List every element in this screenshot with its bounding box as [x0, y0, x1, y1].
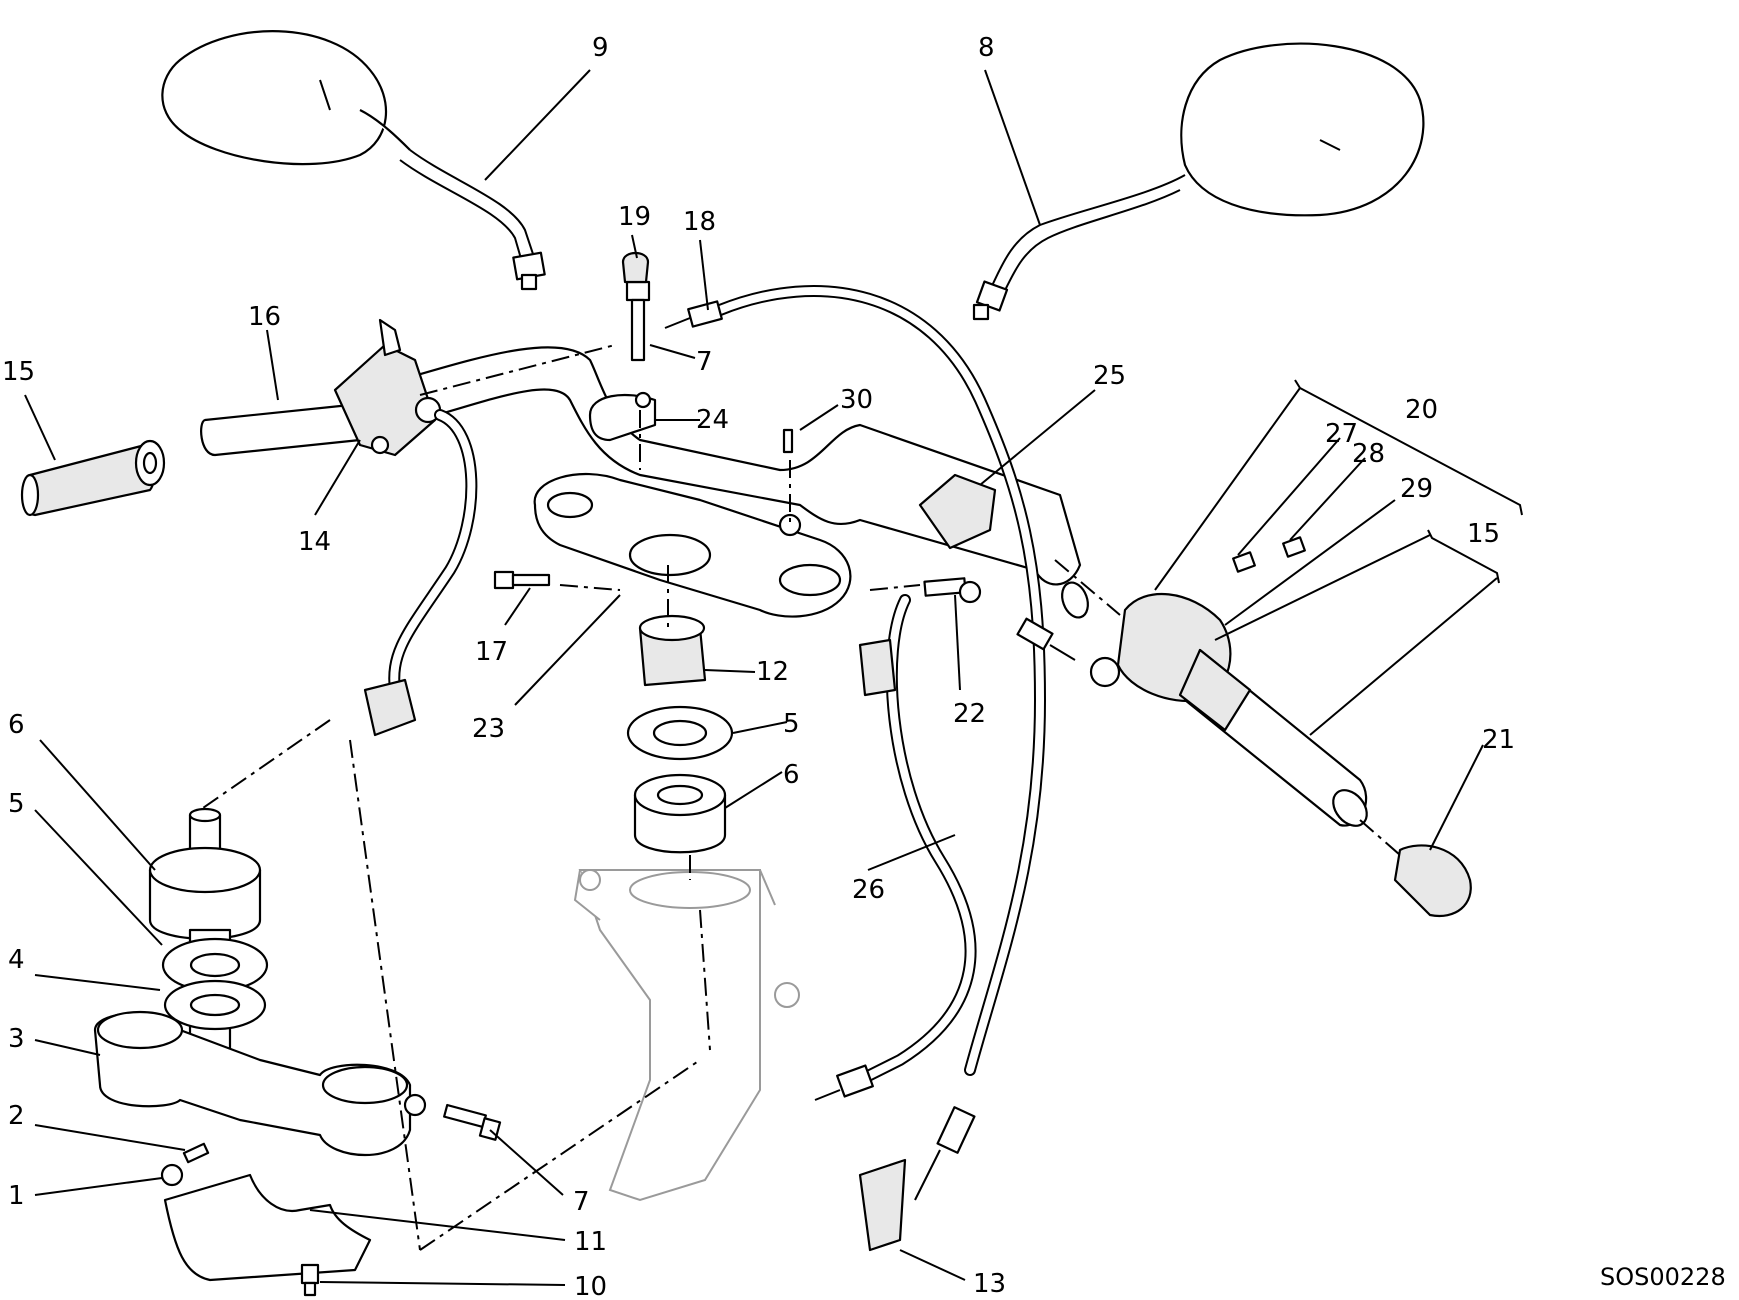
dust-seal-5-center[interactable] — [626, 705, 734, 761]
bracket-15-right — [1427, 529, 1500, 584]
right-switch-housing[interactable] — [918, 473, 997, 550]
label-15-right: 15 — [1467, 519, 1500, 549]
handlebar-clamp[interactable] — [588, 391, 657, 442]
label-16: 16 — [248, 302, 281, 332]
callout-labels: 9 8 19 18 16 15 7 30 24 25 20 27 28 29 1… — [2, 33, 1726, 1300]
steering-nut-12[interactable] — [638, 614, 707, 687]
label-28: 28 — [1352, 439, 1385, 469]
label-22: 22 — [953, 699, 986, 729]
bar-end-21[interactable] — [1393, 844, 1472, 918]
label-17: 17 — [475, 637, 508, 667]
label-24: 24 — [696, 405, 729, 435]
bearing-6-center[interactable] — [633, 773, 727, 854]
label-6-left: 6 — [8, 710, 25, 740]
label-23: 23 — [472, 714, 505, 744]
bracket-20 — [1294, 379, 1523, 516]
label-19: 19 — [618, 202, 651, 232]
plate-11[interactable] — [163, 1173, 372, 1282]
right-grip[interactable] — [1178, 648, 1374, 832]
yoke-bolt-17[interactable] — [493, 570, 551, 590]
label-21: 21 — [1482, 725, 1515, 755]
leader-lines — [24, 69, 1498, 1286]
label-2: 2 — [8, 1101, 25, 1131]
screw-10[interactable] — [300, 1263, 320, 1297]
label-4: 4 — [8, 945, 25, 975]
screws-27-28[interactable] — [1232, 536, 1306, 573]
label-12: 12 — [756, 657, 789, 687]
label-3: 3 — [8, 1024, 25, 1054]
drawing-code: SOS00228 — [1600, 1263, 1726, 1291]
label-7-lower: 7 — [573, 1187, 590, 1217]
spring-13[interactable] — [858, 1158, 907, 1252]
screw-2[interactable] — [182, 1142, 210, 1164]
label-11: 11 — [574, 1227, 607, 1257]
label-8: 8 — [978, 33, 995, 63]
handlebar[interactable] — [200, 346, 1092, 621]
left-switch-wiring[interactable] — [363, 409, 478, 737]
left-grip[interactable] — [20, 439, 166, 517]
connector-22[interactable] — [858, 577, 982, 697]
label-5-left: 5 — [8, 789, 25, 819]
cable-end-right[interactable] — [1016, 617, 1076, 661]
throttle-cable[interactable] — [664, 285, 1047, 1076]
label-6-center: 6 — [783, 760, 800, 790]
label-18: 18 — [683, 207, 716, 237]
center-lines — [199, 344, 1401, 1251]
label-15-left: 15 — [2, 357, 35, 387]
steering-head-frame — [573, 869, 800, 1202]
label-10: 10 — [574, 1272, 607, 1300]
top-yoke[interactable] — [533, 472, 852, 618]
label-1: 1 — [8, 1181, 25, 1211]
label-13: 13 — [973, 1269, 1006, 1299]
bottom-yoke-3[interactable] — [93, 1010, 427, 1157]
left-switch-housing[interactable] — [333, 318, 442, 457]
label-20: 20 — [1405, 395, 1438, 425]
bolt-7-lower[interactable] — [443, 1103, 502, 1141]
right-mirror[interactable] — [972, 42, 1425, 321]
label-5-center: 5 — [783, 709, 800, 739]
pin-30[interactable] — [782, 428, 794, 454]
label-9: 9 — [592, 33, 609, 63]
label-25: 25 — [1093, 361, 1126, 391]
throttle-cable-end-lower[interactable] — [914, 1106, 976, 1201]
label-30: 30 — [840, 385, 873, 415]
label-27: 27 — [1325, 419, 1358, 449]
left-mirror[interactable] — [161, 30, 546, 291]
label-29: 29 — [1400, 474, 1433, 504]
label-14: 14 — [298, 527, 331, 557]
cap-19[interactable] — [621, 251, 650, 284]
label-7-top: 7 — [696, 347, 713, 377]
nut-1[interactable] — [160, 1163, 184, 1187]
label-26: 26 — [852, 875, 885, 905]
clamp-bolt-top[interactable] — [625, 280, 651, 362]
